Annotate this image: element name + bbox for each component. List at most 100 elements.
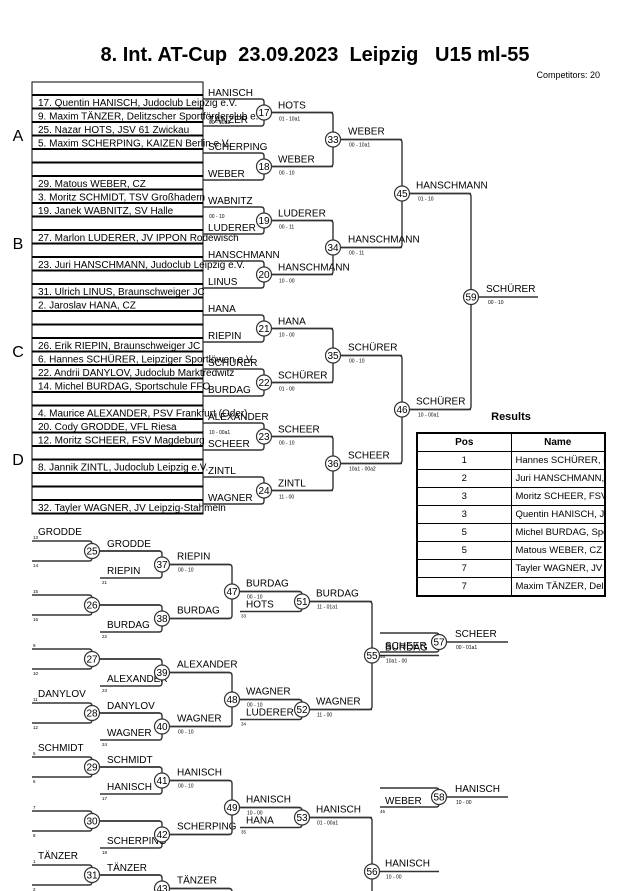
match-number-circle [83,812,101,830]
seed-number: 2 [33,887,36,891]
match-number-circle [363,863,381,880]
repechage-r2-top: SCHMIDT [107,755,153,766]
repechage-r3-score: 10 - 00 [247,811,263,817]
entry-name: 14. Michel BURDAG, Sportschule FFO [38,382,210,393]
fighter-top: HANSCHMANN [208,250,280,261]
repechage-r3-score: 00 - 10 [247,595,263,601]
match-number: 59 [465,293,477,304]
repechage-r2-bottom: ALEXANDER [107,674,168,685]
seed-number: 5 [33,751,36,756]
entry-box [31,473,204,488]
seed-number: 45 [380,809,386,814]
seed-number: 46 [380,654,386,659]
round1-winner: SCHÜRER [278,370,327,382]
entry-name: 29. Matous WEBER, CZ [38,179,146,190]
bronze-score: 00 - 01a1 [456,645,477,651]
repechage-r2-winner: WAGNER [177,714,222,725]
seed-number: 8 [33,833,36,838]
match-number-circle [83,866,101,884]
round1-winner: SCHEER [278,425,320,436]
round1-score: 00 - 10 [279,171,295,177]
result-name: Maxim TÄNZER, Delitzscher Sportförderclu… [510,577,606,597]
round3-score: 10 - 00a1 [418,413,439,419]
result-position: 5 [416,523,512,542]
repechage-r3-score: 00 - 10 [247,703,263,709]
repechage-r5-score: 10 - 00 [386,875,402,881]
match-number: 38 [156,614,168,625]
repechage-r5-connector [310,816,373,891]
result-position: 3 [416,487,512,506]
seed-number: 12 [33,725,39,730]
round3-score: 01 - 10 [418,197,434,203]
seed-number: 9 [33,643,36,648]
round1-winner: HANSCHMANN [278,263,350,274]
page-title: 8. Int. AT-Cup 23.09.2023 Leipzig U15 ml… [100,44,530,66]
match-number: 43 [156,884,168,891]
match-number-circle [153,664,171,681]
match-number: 58 [433,793,445,804]
match-number: 45 [396,189,408,200]
match-number: 42 [156,830,168,841]
match-number: 51 [296,597,308,608]
seed-number: 34 [241,722,247,727]
repechage-r1-connector [32,540,93,562]
entry-name: 12. Moritz SCHEER, FSV Magdeburg [38,436,205,447]
entry-box [31,311,204,326]
result-name: Michel BURDAG, Sportschule FFO [510,523,606,542]
repechage-r1-connector [32,810,93,832]
match-number-circle [324,347,342,364]
match-number-circle [83,542,101,560]
results-header-pos: Pos [416,432,512,452]
repechage-r2-score: 00 - 10 [178,784,194,790]
fighter-bottom: SCHEER [208,439,250,450]
repechage-r1-name: SCHMIDT [38,743,84,754]
match-number-circle [293,701,311,718]
match-number-circle [83,758,101,776]
pool-label-a: A [13,128,24,145]
repechage-r2-winner: SCHERPING [177,822,237,833]
repechage-r2-score: 00 - 10 [178,730,194,736]
repechage-r2-bottom: RIEPIN [107,566,140,577]
match-number: 40 [156,722,168,733]
match-number: 46 [396,405,408,416]
seed-number: 15 [33,589,39,594]
repechage-r2-score: 00 - 10 [178,568,194,574]
entry-name: 3. Moritz SCHMIDT, TSV Großhadern [38,193,205,204]
match-number: 39 [156,668,168,679]
result-position: 7 [416,577,512,597]
match-number: 25 [86,547,98,558]
match-number: 53 [296,813,308,824]
pool-label-c: C [12,344,24,361]
result-name: Hannes SCHÜRER, Leipziger Sportlöwen e.V… [510,451,606,470]
match-number: 55 [366,651,378,662]
match-number: 21 [258,324,270,335]
repechage-r3-winner: HANISCH [246,795,291,806]
match-number-circle [430,633,448,651]
entry-name: 22. Andrii DANYLOV, Judoclub Marktredwit… [38,368,234,379]
seed-number: 11 [33,697,38,702]
match-number: 49 [226,803,238,814]
score-small: 00 - 10a1 [209,120,230,126]
match-number: 20 [258,270,270,281]
entry-name: 9. Maxim TÄNZER, Delitzscher Sportförder… [38,111,267,123]
repechage-r2-bottom: SCHERPING [107,836,167,847]
seed-number: 13 [33,535,39,540]
entry-box [31,446,204,461]
round3-connector [341,354,403,465]
seed-number: 18 [102,850,108,855]
repechage-r4-score: 11 - 00 [317,713,332,719]
repechage-r5-winner: HANISCH [385,859,430,870]
repechage-r4-score: 01 - 00a1 [317,821,338,827]
entry-name: 19. Janek WABNITZ, SV Halle [38,206,174,217]
match-number-circle [430,788,448,806]
match-number: 24 [258,486,270,497]
fighter-bottom: LINUS [208,277,238,288]
entry-box [31,392,204,407]
match-number-circle [153,610,171,627]
match-number: 35 [327,351,339,362]
repechage-r2-bottom: HANISCH [107,782,152,793]
seed-number: 10 [33,671,39,676]
match-number-circle [324,455,342,472]
match-number: 56 [366,867,378,878]
